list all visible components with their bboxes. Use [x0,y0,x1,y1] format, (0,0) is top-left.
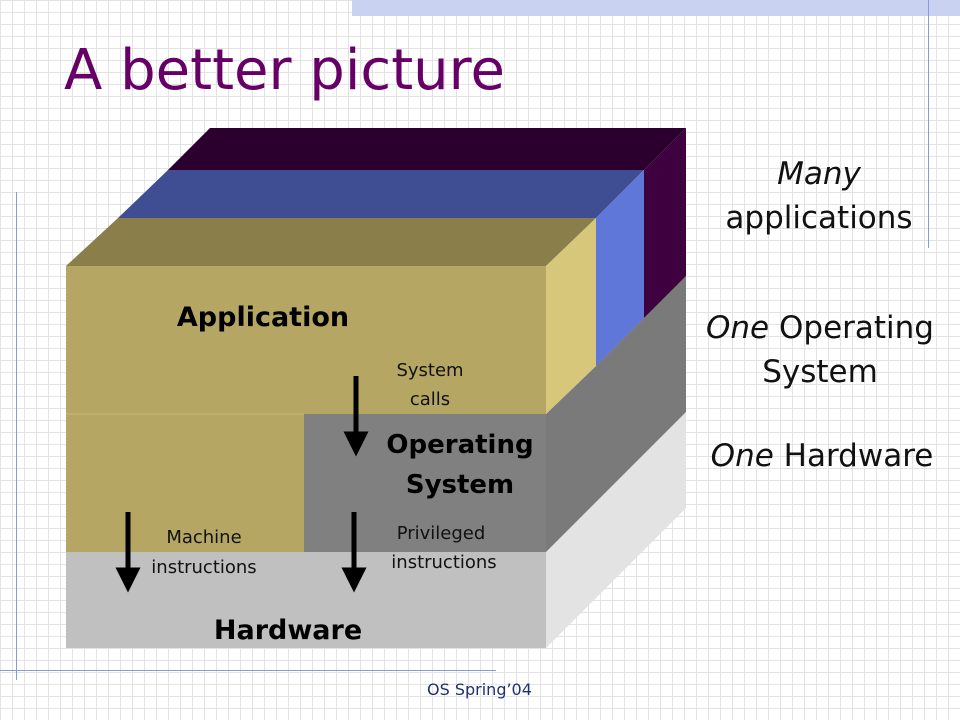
hardware-front [66,552,546,648]
operating-system-layer [304,276,686,552]
system-calls-label-line2: calls [410,389,450,410]
many-applications-label: Many applications [714,152,924,240]
system-calls-label-line1: System [396,360,463,381]
one-hardware-emphasis: One [710,438,774,474]
right-guide-line [928,0,929,248]
applications-text: applications [725,200,913,236]
application-front [66,266,546,552]
application-label: Application [177,302,349,333]
one-hardware-label: One Hardware [690,434,954,478]
operating-system-label-line2: System [406,470,514,500]
hardware-side [546,412,686,648]
hardware-layer [66,412,686,648]
operating-system-label-line1: Operating [386,430,533,460]
back-app-1-top [118,170,644,218]
slide-footer: OS Spring’04 [427,680,532,699]
machine-instructions-label-line2: instructions [151,557,256,578]
operating-text: Operating [778,310,934,346]
one-os-label: One Operating System [690,306,950,394]
application-layer [66,218,596,552]
one-os-emphasis: One [706,310,770,346]
application-side [546,218,596,414]
privileged-instructions-label-line1: Privileged [397,523,486,544]
privileged-instructions-label-line2: instructions [391,552,496,573]
system-text: System [762,354,878,390]
back-app-2-side [644,128,686,320]
hardware-text: Hardware [783,438,934,474]
many-emphasis: Many [777,156,861,192]
machine-instructions-label-line1: Machine [166,527,241,548]
top-accent-bar [352,0,960,16]
os-side [546,276,686,552]
back-application-layer-2 [168,128,686,320]
hardware-label: Hardware [214,615,362,646]
bottom-guide-line [0,670,496,671]
application-top [66,218,596,266]
back-app-1-side [596,170,644,366]
back-application-layer-1 [118,170,644,366]
slide-title: A better picture [64,38,505,103]
left-guide-line [16,192,17,680]
back-app-2-top [168,128,686,170]
